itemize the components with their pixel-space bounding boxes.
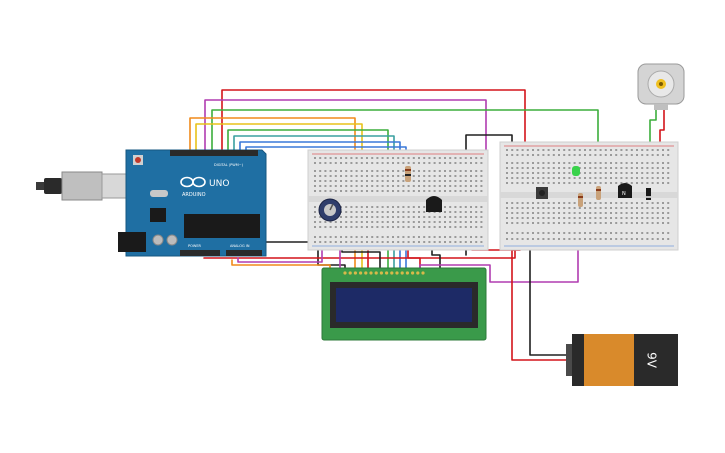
- wire-red-battery: [511, 249, 571, 361]
- digital-header[interactable]: [170, 150, 258, 156]
- arduino-uno-board[interactable]: ARDUINO UNO DIGITAL (PWM~) POWER ANALOG …: [36, 149, 267, 257]
- wire-green-top: [211, 109, 599, 163]
- svg-text:N: N: [622, 191, 626, 197]
- usb-plug-icon: [36, 171, 131, 201]
- battery-label: 9V: [645, 352, 659, 369]
- wire-purple-top: [204, 99, 487, 153]
- transistor-icon: N: [618, 183, 632, 198]
- arduino-logo-icon: [180, 176, 206, 188]
- wire-purple-right: [419, 224, 579, 283]
- potentiometer-icon[interactable]: [318, 198, 342, 222]
- resistor-icon: [405, 166, 411, 182]
- resistor-icon: [578, 186, 601, 207]
- digital-header-label: DIGITAL (PWM~): [214, 163, 244, 167]
- wire-black-battery: [529, 239, 571, 356]
- wire-red-top: [221, 89, 526, 156]
- dc-motor-icon[interactable]: [637, 63, 685, 110]
- arduino-brand-label: ARDUINO: [182, 192, 206, 198]
- lcd-screen: [336, 288, 472, 322]
- arduino-model-label: UNO: [209, 179, 229, 189]
- breadboard-right[interactable]: [499, 141, 679, 251]
- lcd-display[interactable]: [321, 267, 487, 341]
- power-header-label: POWER: [188, 244, 202, 248]
- lcd-pin-header: [343, 271, 425, 275]
- power-header[interactable]: [180, 250, 220, 256]
- analog-header[interactable]: [226, 250, 262, 256]
- transistor-icon: [426, 196, 442, 212]
- reset-button-icon[interactable]: [133, 155, 143, 165]
- diode-icon: [646, 188, 651, 200]
- atmega-chip: [184, 214, 260, 238]
- analog-header-label: ANALOG IN: [230, 244, 250, 248]
- breadboard-middle[interactable]: [307, 149, 489, 251]
- pushbutton-icon[interactable]: [536, 187, 548, 199]
- battery-9v[interactable]: 9V: [566, 334, 678, 386]
- led-icon: [572, 166, 580, 176]
